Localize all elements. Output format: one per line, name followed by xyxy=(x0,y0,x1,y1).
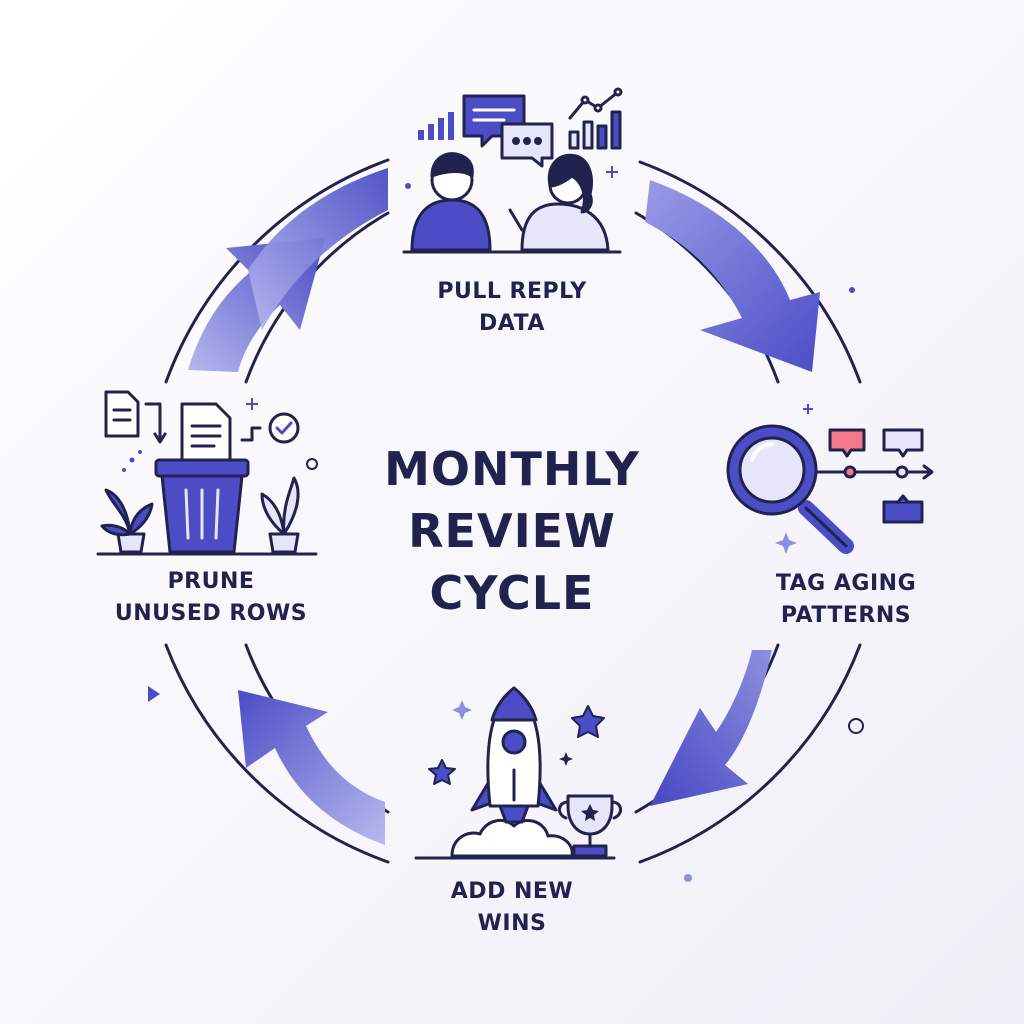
ring-decoration xyxy=(306,458,318,470)
trash-bin-documents-icon xyxy=(96,390,318,556)
title-line-1: MONTHLY xyxy=(384,442,640,496)
arrow-prune-to-pull xyxy=(188,168,388,372)
people-chat-icon xyxy=(402,87,623,254)
diagram-title: MONTHLY REVIEW CYCLE xyxy=(312,438,712,624)
step-label-add-line-2: WINS xyxy=(477,911,547,936)
title-line-2: REVIEW xyxy=(408,504,616,558)
step-label-tag: TAG AGING PATTERNS xyxy=(716,568,976,632)
sparkle-icon xyxy=(452,700,472,720)
title-line-3: CYCLE xyxy=(429,566,595,620)
step-label-add: ADD NEW WINS xyxy=(392,876,632,940)
step-label-prune-line-2: UNUSED ROWS xyxy=(114,601,308,626)
magnifier-timeline-icon xyxy=(726,424,934,554)
rocket-trophy-icon xyxy=(414,686,622,860)
dots-decoration xyxy=(122,450,142,472)
triangle-decoration xyxy=(148,686,160,702)
sparkle-plus-icon xyxy=(246,166,813,414)
step-label-prune: PRUNE UNUSED ROWS xyxy=(76,566,346,630)
sparkle-icon xyxy=(559,752,573,766)
dot-decoration xyxy=(849,287,855,293)
arrow-add-to-prune xyxy=(238,690,385,845)
step-label-pull-line-2: DATA xyxy=(479,311,545,336)
step-label-pull-line-1: PULL REPLY xyxy=(437,279,587,304)
step-label-add-line-1: ADD NEW xyxy=(450,879,574,904)
step-label-pull: PULL REPLY DATA xyxy=(392,276,632,340)
step-label-tag-line-2: PATTERNS xyxy=(780,603,912,628)
star-decoration xyxy=(428,705,605,785)
ring-decoration xyxy=(848,718,864,734)
arrow-pull-to-tag xyxy=(645,180,820,372)
step-label-prune-line-1: PRUNE xyxy=(167,569,255,594)
dot-decoration xyxy=(684,874,692,882)
arrow-tag-to-add xyxy=(650,650,772,806)
dot-decoration xyxy=(405,183,411,189)
step-label-tag-line-1: TAG AGING xyxy=(775,571,917,596)
sparkle-icon xyxy=(775,532,797,554)
